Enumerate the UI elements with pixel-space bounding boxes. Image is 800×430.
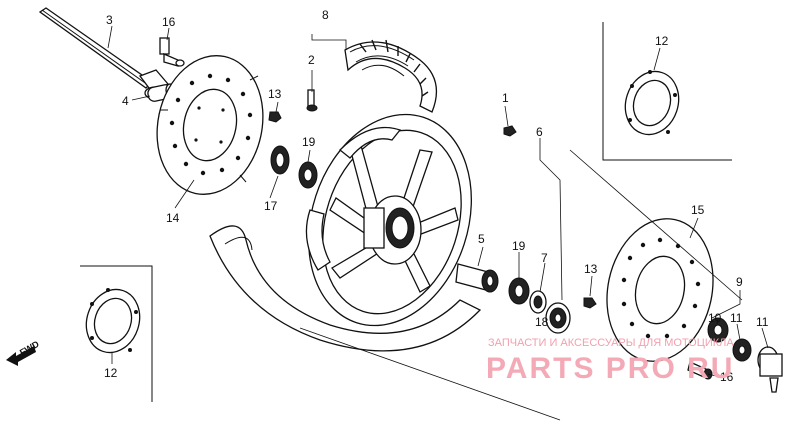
label-11-left: 11: [730, 311, 743, 325]
label-15: 15: [691, 203, 705, 217]
leader-lines: [107, 25, 769, 421]
left-brake-disc: [156, 55, 264, 195]
label-3: 3: [106, 13, 113, 27]
left-spacer: [298, 161, 318, 189]
small-nut-right: [583, 297, 597, 309]
label-13-left: 13: [268, 87, 282, 101]
retainer-plate-bottom: [85, 288, 141, 354]
label-16-bottom: 16: [720, 370, 734, 384]
watermark-caption: ЗАПЧАСТИ И АКСЕССУАРЫ ДЛЯ МОТОЦИКЛА: [488, 337, 734, 349]
small-nut-top: [503, 125, 517, 137]
right-brake-disc: [606, 218, 714, 362]
tire: [209, 39, 482, 352]
watermark-brand: PARTS PRO RU: [486, 352, 734, 385]
label-12-top: 12: [655, 34, 669, 48]
forward-arrow: FWD: [6, 339, 41, 366]
wheel-hub: [363, 195, 422, 265]
label-1: 1: [502, 91, 509, 105]
front-axle: [38, 7, 170, 93]
small-nut-left: [268, 111, 282, 123]
label-16-top: 16: [162, 15, 176, 29]
distance-collar: [455, 263, 499, 293]
label-13-right: 13: [584, 262, 598, 276]
inset-box-bottom-left: [80, 265, 153, 402]
label-19-right: 19: [512, 239, 526, 253]
label-7: 7: [541, 251, 548, 265]
left-bearing: [270, 145, 290, 175]
valve-stem-top: [159, 37, 185, 67]
label-12-bottom: 12: [104, 366, 118, 380]
retainer-plate-top: [624, 70, 680, 136]
dust-seal: [529, 290, 547, 314]
right-spacer: [508, 277, 530, 305]
label-4: 4: [122, 94, 129, 108]
right-bearing: [545, 302, 571, 334]
valve-stem-center: [306, 89, 318, 112]
label-19-left: 19: [302, 135, 316, 149]
label-2: 2: [308, 53, 315, 67]
watermark: ЗАПЧАСТИ И АКСЕССУАРЫ ДЛЯ МОТОЦИКЛА PART…: [486, 337, 734, 385]
label-10: 10: [708, 311, 722, 325]
label-9: 9: [736, 275, 743, 289]
label-18: 18: [535, 315, 549, 329]
inset-box-top-right: [602, 22, 732, 161]
label-6: 6: [536, 125, 543, 139]
part-labels: 3 4 16 8 2 1 6 13 19 17 14 5 19 7 18 13 …: [104, 8, 769, 384]
label-8: 8: [322, 8, 329, 22]
speedometer-gearbox: [707, 317, 783, 393]
label-5: 5: [478, 232, 485, 246]
label-14: 14: [166, 211, 180, 225]
label-11-right: 11: [756, 315, 769, 329]
label-17: 17: [264, 199, 278, 213]
